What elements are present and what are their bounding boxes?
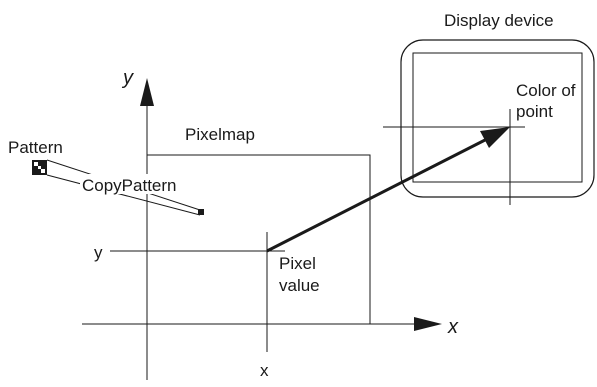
copy-pattern-label-background bbox=[80, 174, 198, 194]
color-of-point-label-line2: point bbox=[516, 102, 553, 121]
x-axis-arrowhead bbox=[414, 317, 442, 331]
display-device-screen bbox=[412, 52, 583, 183]
mapping-arrow bbox=[266, 127, 510, 253]
pixel-point: y x Pixel value bbox=[94, 232, 340, 380]
copied-pattern-marker bbox=[198, 209, 204, 215]
pixel-value-label-line1: Pixel bbox=[279, 254, 316, 273]
y-axis-arrowhead bbox=[140, 78, 154, 106]
display-device: Display device Color of point bbox=[383, 11, 595, 205]
pixelmap-border bbox=[147, 154, 371, 324]
pattern-label: Pattern bbox=[8, 138, 63, 157]
color-of-point-label-line1: Color of bbox=[516, 81, 576, 100]
y-axis-label: y bbox=[121, 67, 134, 89]
pattern-icon bbox=[32, 160, 47, 175]
display-device-bezel bbox=[400, 39, 595, 198]
pixelmap-label: Pixelmap bbox=[185, 125, 255, 144]
copy-pattern-label: CopyPattern bbox=[82, 176, 177, 195]
x-coordinate-label: x bbox=[260, 361, 269, 380]
pixel-value-label-background bbox=[276, 254, 340, 296]
x-axis-label: x bbox=[447, 316, 459, 338]
y-coordinate-label: y bbox=[94, 243, 103, 262]
mapping-arrow-shaft bbox=[266, 137, 488, 253]
pixel-value-label-line2: value bbox=[279, 276, 320, 295]
axes: y x bbox=[82, 67, 459, 380]
mapping-arrowhead bbox=[480, 127, 510, 148]
copy-projection-line-bottom bbox=[46, 174, 201, 216]
display-device-label: Display device bbox=[444, 11, 554, 30]
pixelmap: Pixelmap bbox=[147, 125, 371, 324]
pattern-group: Pattern CopyPattern bbox=[8, 138, 204, 216]
